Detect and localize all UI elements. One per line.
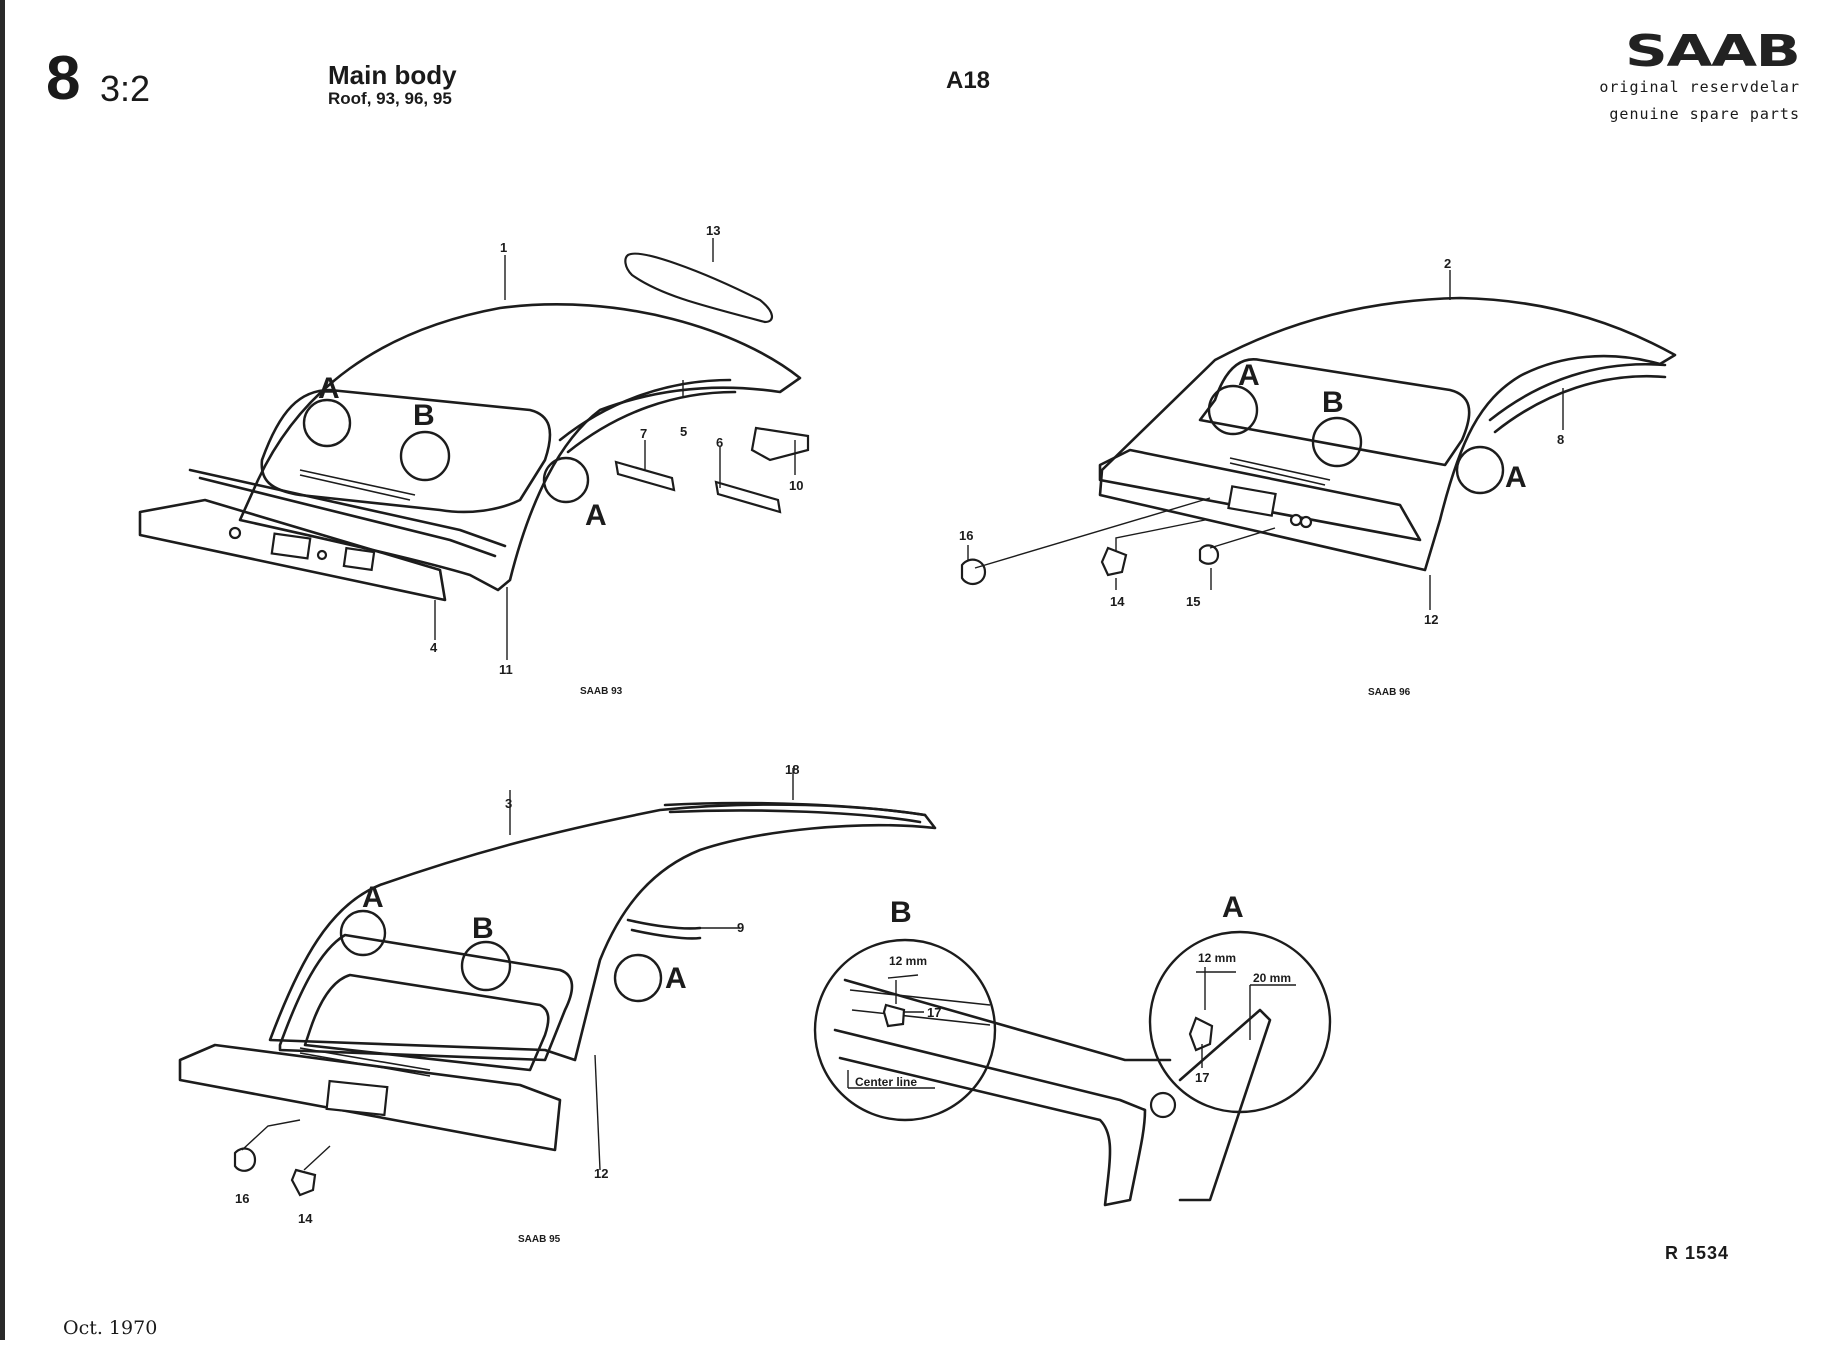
part-number-12: 12 (594, 1166, 608, 1181)
part-number-7: 7 (640, 426, 647, 441)
marker-a: A (1505, 461, 1527, 494)
marker-b: B (413, 399, 435, 432)
marker-b: B (472, 912, 494, 945)
part-number-12: 12 (1424, 612, 1438, 627)
part-number-11: 11 (499, 662, 513, 677)
part-number-2: 2 (1444, 256, 1451, 271)
part-number-6: 6 (716, 435, 723, 450)
plate-reference: R 1534 (1665, 1243, 1730, 1263)
saab-logo: SAAB (1625, 26, 1801, 77)
part-number-14: 14 (298, 1211, 313, 1226)
diagram-labels: SAAB 93 SAAB 96 SAAB 95 A B A A B A A B … (235, 223, 1564, 1245)
marker-a: A (585, 499, 607, 532)
part-number-13: 13 (706, 223, 720, 238)
saab96-roof-drawing (960, 270, 1677, 610)
section-subnumber: 3:2 (100, 68, 151, 109)
part-number-16: 16 (959, 528, 973, 543)
caption-saab96: SAAB 96 (1368, 687, 1411, 698)
caption-saab93: SAAB 93 (580, 686, 623, 697)
marker-a: A (1222, 891, 1244, 924)
part-number-10: 10 (789, 478, 803, 493)
dimension-12mm: 12 mm (1198, 951, 1236, 965)
part-number-9: 9 (737, 920, 744, 935)
page-subtitle: Roof, 93, 96, 95 (328, 89, 452, 108)
caption-saab95: SAAB 95 (518, 1234, 561, 1245)
part-number-5: 5 (680, 424, 687, 439)
detail-enlargement (813, 930, 1332, 1207)
part-number-1: 1 (500, 240, 507, 255)
detail-b-circle (813, 938, 997, 1122)
page-title: Main body (328, 60, 457, 90)
detail-a-circle (1148, 930, 1332, 1114)
part-number-14: 14 (1110, 594, 1125, 609)
part-number-17: 17 (927, 1005, 941, 1020)
part-number-16: 16 (235, 1191, 249, 1206)
marker-b: B (1322, 386, 1344, 419)
dimension-12mm: 12 mm (889, 954, 927, 968)
marker-a: A (1238, 359, 1260, 392)
page-binding-edge (0, 0, 5, 1340)
marker-b: B (890, 896, 912, 929)
center-line-label: Center line (855, 1075, 917, 1089)
saab93-roof-drawing (138, 238, 810, 660)
part-number-15: 15 (1186, 594, 1200, 609)
brand-line-english: genuine spare parts (1609, 105, 1800, 123)
issue-date: Oct. 1970 (63, 1317, 158, 1339)
marker-a: A (318, 372, 340, 405)
part-number-17: 17 (1195, 1070, 1209, 1085)
saab95-roof-drawing (178, 768, 937, 1197)
part-number-8: 8 (1557, 432, 1564, 447)
brand-line-swedish: original reservdelar (1599, 78, 1800, 96)
part-number-18: 18 (785, 762, 799, 777)
marker-a: A (665, 962, 687, 995)
part-number-3: 3 (505, 796, 512, 811)
plate-id: A18 (946, 67, 991, 94)
brand-block: SAAB original reservdelar genuine spare … (1599, 30, 1801, 128)
dimension-20mm: 20 mm (1253, 971, 1291, 985)
marker-a: A (362, 881, 384, 914)
part-number-4: 4 (430, 640, 438, 655)
section-number: 8 (46, 44, 81, 113)
